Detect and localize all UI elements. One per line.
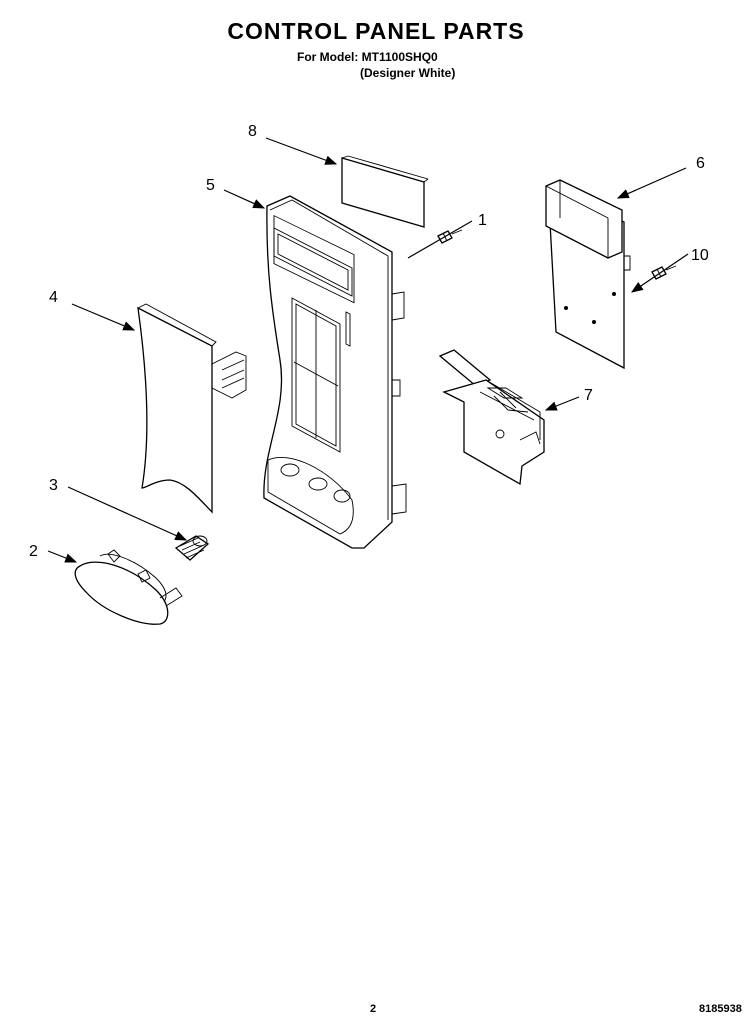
callout-2: 2 <box>29 543 38 560</box>
part-8-label-strip <box>341 155 429 228</box>
part-10-screw <box>651 265 677 280</box>
callout-4: 4 <box>49 289 58 306</box>
part-6-circuit-board <box>545 179 631 370</box>
leader-lines <box>47 137 689 563</box>
document-number: 8185938 <box>699 1003 742 1015</box>
diagram-title: CONTROL PANEL PARTS <box>227 18 525 44</box>
part-5-control-panel-housing <box>263 195 407 549</box>
callout-5: 5 <box>206 177 215 194</box>
part-4-membrane-keypad <box>137 303 247 514</box>
callout-3: 3 <box>49 477 58 494</box>
callout-10: 10 <box>691 247 709 264</box>
callout-1: 1 <box>478 212 487 229</box>
callout-6: 6 <box>696 155 705 172</box>
part-1-screw <box>437 229 463 244</box>
part-3-spring <box>174 535 210 561</box>
callout-8: 8 <box>248 123 257 140</box>
model-number: For Model: MT1100SHQ0 <box>297 50 438 64</box>
part-2-knob <box>74 549 183 625</box>
page-number: 2 <box>370 1003 377 1015</box>
callout-7: 7 <box>584 387 593 404</box>
part-7-bracket <box>438 349 545 486</box>
model-variant: (Designer White) <box>360 66 456 80</box>
